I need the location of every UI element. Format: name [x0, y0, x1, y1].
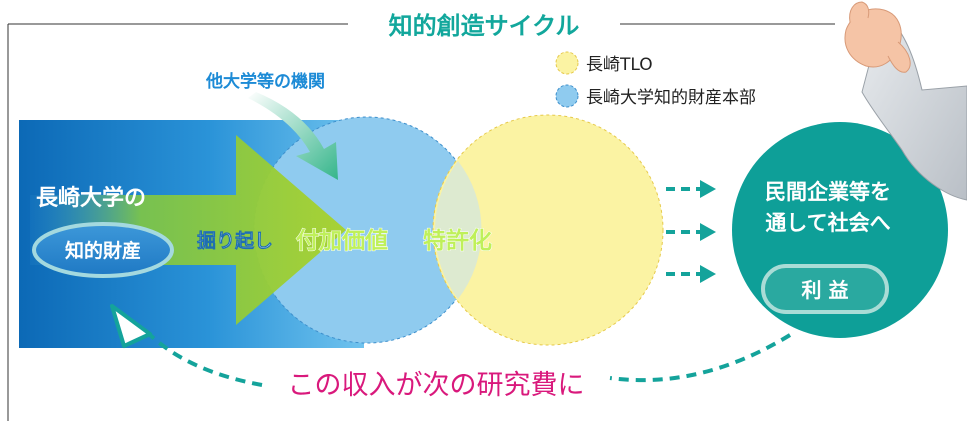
legend-label-ip-headquarters: 長崎大学知的財産本部: [586, 88, 756, 108]
curved-arrow: [248, 92, 338, 180]
university-label: 長崎大学の: [36, 185, 146, 211]
legend: 長崎TLO 長崎大学知的財産本部: [555, 51, 756, 108]
diagram-title: 知的創造サイクル: [389, 12, 580, 40]
big-green-arrow: [30, 135, 346, 325]
society-line-2: 通して社会へ: [765, 211, 890, 235]
dashed-arrow-3: [666, 265, 716, 283]
profit-pill: 利 益: [761, 264, 889, 314]
frame: [7, 23, 835, 421]
raised-hand-illustration: [844, 1, 967, 201]
overlap-region: [435, 161, 482, 299]
return-text: この収入が次の研究費に: [288, 370, 585, 401]
return-arrow: [110, 304, 792, 387]
dashed-arrow-1: [666, 180, 716, 198]
to-society-arrows: [666, 180, 716, 283]
tlo-circle: [432, 114, 664, 346]
legend-label-tlo: 長崎TLO: [586, 55, 653, 75]
step-dig-label: 掘り起し: [197, 229, 273, 252]
legend-swatch-tlo: [555, 51, 579, 75]
dashed-arrow-2: [666, 223, 716, 241]
step-patent-label: 特許化: [423, 227, 492, 254]
ip-pill: 知的財産: [32, 222, 174, 278]
ip-pill-label: 知的財産: [65, 239, 141, 262]
profit-pill-label: 利 益: [802, 278, 849, 302]
return-arrowhead: [110, 304, 152, 348]
society-line-1: 民間企業等を: [765, 180, 891, 204]
other-institutions-label: 他大学等の機関: [205, 71, 325, 92]
legend-swatch-ip-headquarters: [555, 84, 579, 108]
step-value-label: 付加価値: [296, 228, 388, 254]
